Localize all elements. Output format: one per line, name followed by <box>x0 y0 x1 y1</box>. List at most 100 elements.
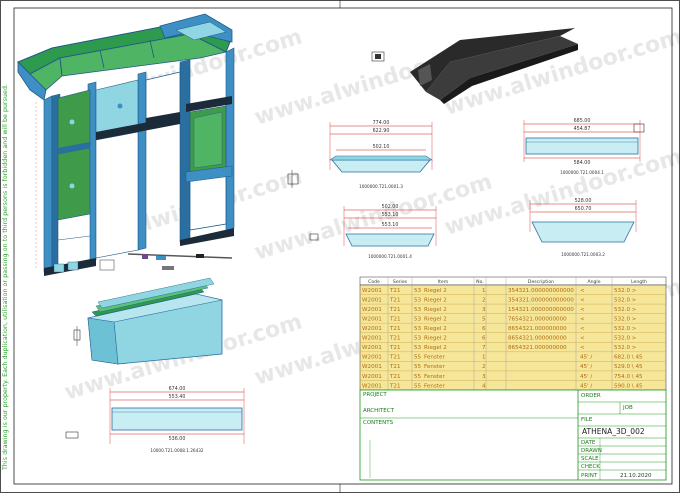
table-cell: 4 <box>482 383 486 389</box>
table-cell: T21 <box>389 297 401 303</box>
tb-print-label: PRINT <box>581 473 598 479</box>
table-header: No. <box>476 279 484 285</box>
table-cell: Fenster <box>424 364 445 370</box>
table-cell: 53 <box>414 345 422 351</box>
table-cell: 45' / <box>580 383 592 389</box>
table-cell: 8654321.000000000 <box>508 345 567 351</box>
section-caption: 1000000.T21.0003.2 <box>561 252 605 257</box>
table-cell: T21 <box>389 307 401 313</box>
table-cell: 532.0 > <box>614 317 637 323</box>
table-cell: 532.0 > <box>614 288 637 294</box>
dim-label: 454.87 <box>574 126 591 132</box>
table-cell: Riegel 2 <box>424 317 447 323</box>
tb-architect-label: ARCHITECT <box>363 408 395 414</box>
table-cell: Riegel 2 <box>424 336 447 342</box>
table-cell: W2001 <box>362 345 382 351</box>
table-cell: 45' / <box>580 374 592 380</box>
table-cell: 55 <box>414 374 422 380</box>
table-cell: 532.0 > <box>614 336 637 342</box>
table-cell: T21 <box>389 355 401 361</box>
dim-label: 502.10 <box>373 144 390 150</box>
section-caption: 1000000.T21.0001.4 <box>368 254 412 259</box>
table-cell: 55 <box>414 355 422 361</box>
table-cell: 1 <box>482 355 486 361</box>
dim-label: 528.00 <box>575 198 592 204</box>
table-header: Angle <box>587 279 600 285</box>
section-caption: 10000.T21.0008.1.26432 <box>150 448 204 453</box>
table-cell: < <box>580 297 585 303</box>
tb-file-name: ATHENA_3D_002 <box>582 427 645 436</box>
tb-file-label: FILE <box>581 417 593 423</box>
table-cell: 55 <box>414 364 422 370</box>
table-cell: 45' / <box>580 364 592 370</box>
table-cell: 53 <box>414 297 422 303</box>
tb-order-label: ORDER <box>581 393 601 399</box>
table-cell: 5 <box>482 317 486 323</box>
inner-border <box>13 7 673 485</box>
table-cell: < <box>580 326 585 332</box>
profile-bar-3d <box>410 28 578 104</box>
table-cell: 532.0 > <box>614 297 637 303</box>
tb-scale-label: SCALE <box>581 456 599 462</box>
dim-label: 685.00 <box>574 118 591 124</box>
table-header: Item <box>438 279 449 285</box>
dim-label: 553.40 <box>169 394 186 400</box>
table-cell: < <box>580 336 585 342</box>
table-cell: 7654321.000000000 <box>508 317 567 323</box>
tb-project-label: PROJECT <box>363 392 387 398</box>
table-cell: Riegel 2 <box>424 345 447 351</box>
dim-label: 536.00 <box>169 436 186 442</box>
table-cell: Fenster <box>424 383 445 389</box>
table-cell: W2001 <box>362 355 382 361</box>
section-drawing-2: 685.00 454.87 584.00 1000000.T21.0004.1 <box>523 118 641 175</box>
table-cell: Riegel 2 <box>424 326 447 332</box>
dim-label: 650.70 <box>575 206 592 212</box>
table-cell: 8654321.000000000 <box>508 326 567 332</box>
table-header: Series <box>393 279 408 285</box>
title-block: PROJECT ARCHITECT CONTENTS ORDER JOB FIL… <box>359 389 667 481</box>
table-cell: T21 <box>389 326 401 332</box>
table-cell: 590.0 \ 45 <box>614 383 643 389</box>
table-cell: W2001 <box>362 336 382 342</box>
table-cell: T21 <box>389 364 401 370</box>
table-cell: W2001 <box>362 288 382 294</box>
table-cell: 682.0 \ 45 <box>614 355 643 361</box>
table-header: Description <box>528 279 554 285</box>
table-cell: 2 <box>482 364 486 370</box>
dim-label: 584.00 <box>574 160 591 166</box>
table-cell: W2001 <box>362 364 382 370</box>
table-cell: < <box>580 307 585 313</box>
table-cell: 3 <box>482 307 486 313</box>
table-cell: 754.0 \ 45 <box>614 374 643 380</box>
tb-job-label: JOB <box>622 405 633 411</box>
table-cell: 1 <box>482 288 486 294</box>
table-cell: 55 <box>414 383 422 389</box>
table-cell: Riegel 2 <box>424 307 447 313</box>
table-cell: W2001 <box>362 317 382 323</box>
table-cell: 53 <box>414 307 422 313</box>
table-cell: W2001 <box>362 383 382 389</box>
table-header: Code <box>368 279 380 285</box>
table-cell: 6 <box>482 336 486 342</box>
table-cell: 3 <box>482 374 486 380</box>
table-cell: 7 <box>482 345 486 351</box>
section-drawing-3: 502.00 553.10 553.10 1000000.T21.0001.4 <box>309 204 437 259</box>
tb-contents-label: CONTENTS <box>363 420 394 426</box>
section-drawing-1: 774.00 622.90 502.10 1000000.T21.0001.3 <box>287 120 433 189</box>
section-caption: 1000000.T21.0004.1 <box>560 170 604 175</box>
table-cell: T21 <box>389 288 401 294</box>
table-cell: W2001 <box>362 297 382 303</box>
table-cell: < <box>580 288 585 294</box>
table-cell: W2001 <box>362 307 382 313</box>
tb-date-label: DATE <box>581 440 596 446</box>
table-cell: 53 <box>414 288 422 294</box>
table-cell: 53 <box>414 336 422 342</box>
tb-print-date: 21.10.2020 <box>620 473 652 479</box>
dim-label: 774.00 <box>373 120 390 126</box>
table-cell: 53 <box>414 326 422 332</box>
table-cell: 53 <box>414 317 422 323</box>
dim-label: 553.10 <box>382 222 399 228</box>
table-cell: 529.0 \ 45 <box>614 364 643 370</box>
